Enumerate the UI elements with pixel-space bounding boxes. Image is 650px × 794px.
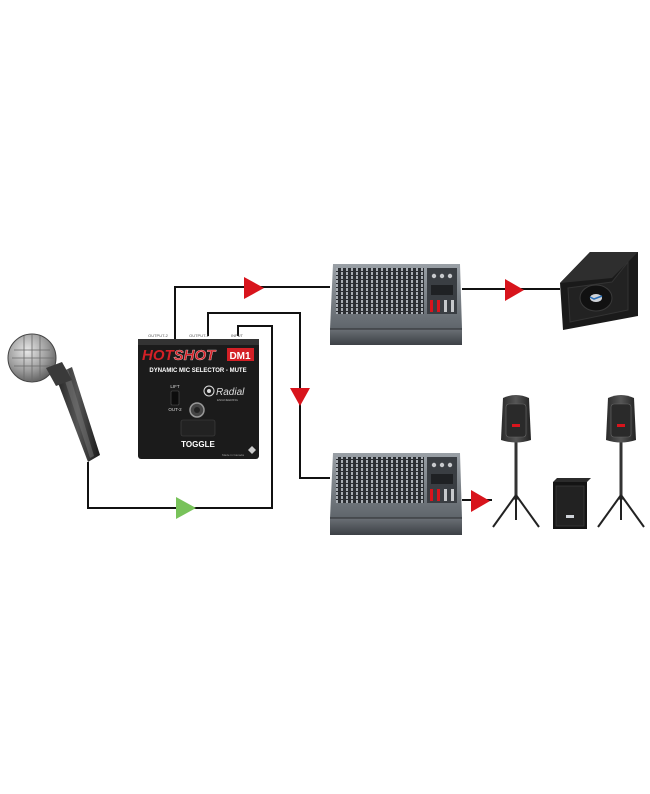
arrow-output1 — [244, 277, 264, 299]
maker-name: Radial — [216, 387, 245, 398]
microphone-icon — [7, 333, 100, 462]
pa-speaker-icon — [597, 395, 645, 528]
lift-switch[interactable] — [170, 390, 180, 406]
mixer-top — [330, 264, 462, 345]
switch-label-lift: LIFT — [170, 384, 180, 389]
jack-label-output-2: OUTPUT-2 — [148, 333, 169, 338]
jack-label-output-1: OUTPUT-1 — [189, 333, 210, 338]
cable-output1-to-mixer-top — [174, 286, 330, 340]
made-in-label: Made in Canada — [222, 453, 244, 457]
brand-shot: SHOT — [174, 347, 218, 364]
arrow-mic-source — [176, 497, 196, 519]
cable-output2-to-mixer-bottom — [207, 312, 330, 479]
arrow-monitor — [505, 279, 524, 301]
hotshot-dm1-device: OUTPUT-2 OUTPUT-1 INPUT HOTSHOT DM1 DYNA… — [138, 333, 259, 459]
radial-logo-icon: Radial ENGINEERING — [203, 385, 245, 402]
arrow-output2 — [290, 388, 310, 406]
switch-label-out2: OUT-2 — [168, 407, 182, 412]
subwoofer-icon — [553, 478, 591, 529]
toggle-label: TOGGLE — [181, 440, 215, 449]
mixer-bottom — [330, 453, 462, 535]
pa-speaker-icon — [492, 395, 540, 528]
brand-hot: HOT — [142, 347, 176, 364]
arrow-pa — [471, 490, 490, 512]
brand-logo: HOTSHOT — [142, 347, 217, 364]
model-label: DM1 — [229, 351, 251, 362]
stage-monitor-icon — [560, 252, 638, 330]
device-subtitle: DYNAMIC MIC SELECTOR - MUTE — [149, 368, 246, 374]
jack-label-input: INPUT — [231, 333, 244, 338]
maker-sub: ENGINEERING — [217, 398, 239, 402]
cable-mic-to-input — [87, 325, 273, 509]
